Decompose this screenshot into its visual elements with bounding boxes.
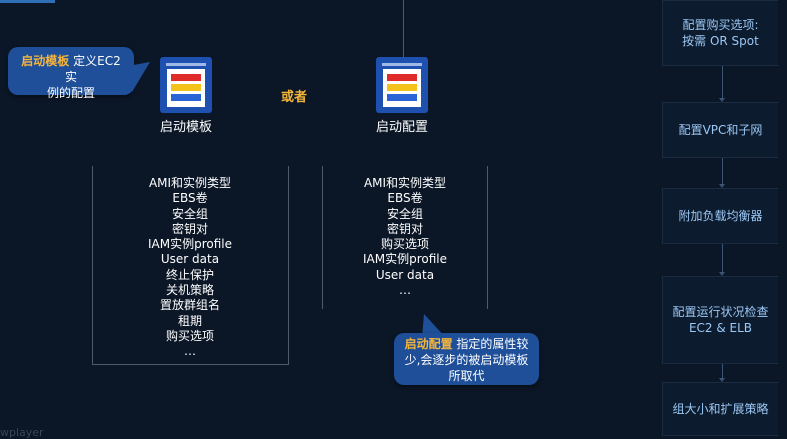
attribute-item: 关机策略 [165,283,214,298]
callout-pointer-2 [422,314,446,338]
attribute-item: User data [160,252,220,267]
attribute-item: AMI和实例类型 [148,176,232,190]
flow-arrow [722,244,723,274]
attribute-item: AMI和实例类型 [363,176,447,190]
watermark: wplayer [0,426,44,439]
attribute-item: 租期 [177,313,202,328]
callout2-highlight: 启动配置 [404,337,453,351]
config-box-left [322,166,323,309]
launch-config-label: 启动配置 [375,120,428,135]
attribute-item: User data [375,267,435,282]
attribute-item: EBS卷 [172,191,208,206]
attribute-item: 安全组 [171,206,208,221]
flow-arrow-head [719,98,725,102]
callout2-line2: 少,会逐步的被启动模板 [404,353,529,367]
template-box-bottom [92,364,289,365]
callout-line2: 例的配置 [46,86,95,100]
flow-arrow [722,364,723,380]
launch-config-callout: 启动配置 指定的属性较 少,会逐步的被启动模板 所取代 [394,333,539,385]
attribute-item: 密钥对 [386,221,423,236]
step-vpc-subnet: 配置VPC和子网 [662,102,778,158]
flow-arrow [722,158,723,186]
attribute-item: IAM实例profile [362,252,447,267]
attribute-item: 安全组 [386,206,423,221]
config-box-right [487,166,488,309]
flow-arrow-head [719,184,725,188]
flow-arrow-head [719,272,725,276]
flow-arrow-head [719,378,725,382]
launch-config-icon [376,57,428,113]
step-load-balancer: 附加负载均衡器 [662,188,778,244]
launch-template-icon [160,57,212,113]
top-accent-line [0,0,55,3]
callout-highlight: 启动模板 [21,54,70,68]
callout2-line1: 指定的属性较 [452,337,529,351]
attribute-item: 购买选项 [165,328,214,343]
attribute-item: 密钥对 [171,221,208,236]
attribute-item: 置放群组名 [159,298,220,313]
template-box-left [92,166,93,364]
callout2-line3: 所取代 [448,369,485,383]
launch-template-label: 启动模板 [159,120,212,135]
attribute-item: EBS卷 [387,191,423,206]
template-box-right [288,166,289,364]
attribute-item: 终止保护 [165,267,214,282]
or-label: 或者 [281,90,308,105]
config-top-line [403,0,404,57]
attribute-item: 购买选项 [380,237,429,252]
callout-line1: 定义EC2实 [64,54,121,84]
flow-arrow [722,66,723,100]
attribute-item: … [399,283,411,298]
attribute-item: … [184,344,196,359]
step-purchase-options: 配置购买选项:按需 OR Spot [662,0,778,66]
step-size-scaling: 组大小和扩展策略 [662,382,778,436]
attribute-item: IAM实例profile [147,237,232,252]
callout-pointer [128,62,150,92]
launch-template-callout: 启动模板 定义EC2实 例的配置 [8,47,134,100]
